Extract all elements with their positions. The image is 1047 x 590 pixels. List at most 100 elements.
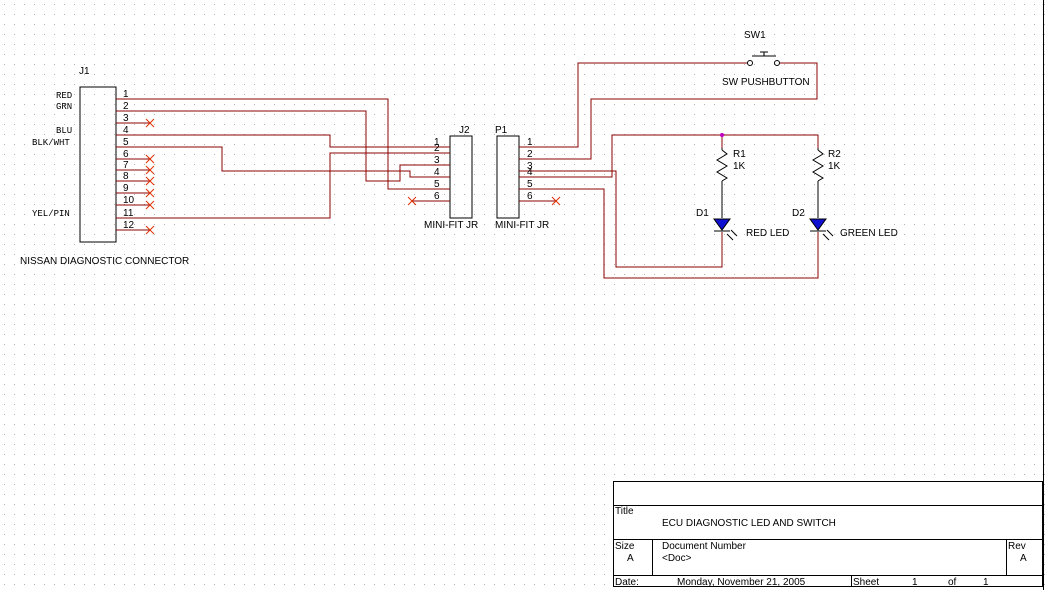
- size-value: A: [627, 553, 634, 564]
- j2-pin-number: 5: [434, 179, 440, 190]
- j1-pin-number: 11: [123, 208, 134, 219]
- j1-no-connect-b: [145, 165, 155, 175]
- j2-pin-number: 3: [434, 155, 440, 166]
- sw1-contact-right: [774, 60, 780, 66]
- j2-pin-number: 6: [434, 191, 440, 202]
- doc-number-label: Document Number: [662, 541, 747, 552]
- p1-name: MINI-FIT JR: [495, 220, 549, 231]
- size-label: Size: [615, 541, 635, 552]
- p1-pin-number: 6: [527, 191, 533, 202]
- wire-p1p4-vsupply: [539, 134, 819, 178]
- j1-connector[interactable]: J1 RED GRN BLU BLK/WHT YEL/PIN 123456789…: [20, 66, 189, 267]
- j2-no-connect-b: [407, 196, 417, 206]
- sheet-number: 1: [912, 577, 918, 588]
- j1-pin-number: 3: [123, 113, 129, 124]
- r1-zigzag: [716, 149, 728, 182]
- p1-pin-number: 4: [527, 167, 533, 178]
- rev-value: A: [1020, 553, 1027, 564]
- sw1-name: SW PUSHBUTTON: [722, 77, 810, 88]
- d2-ref: D2: [792, 208, 805, 219]
- d2-name: GREEN LED: [840, 228, 898, 239]
- d1-triangle: [713, 218, 731, 231]
- title-label: Title: [615, 506, 634, 517]
- j1-no-connect-b: [145, 118, 155, 128]
- junction-dot: [720, 133, 724, 137]
- p1-pin-number: 1: [527, 137, 533, 148]
- j1-pin-number: 7: [123, 160, 129, 171]
- wire-j1p5-j2p4: [126, 146, 430, 178]
- r2-ref: R2: [828, 149, 841, 160]
- sw1-pushbutton[interactable]: SW1 SW PUSHBUTTON: [722, 30, 810, 88]
- d2-light-ray-2: [826, 229, 834, 237]
- wire-p1p3-d1: [539, 170, 723, 268]
- doc-number-value: <Doc>: [662, 553, 692, 564]
- j1-pin-number: 9: [123, 183, 129, 194]
- wire-p1p2-sw1: [539, 62, 818, 160]
- date-value: Monday, November 21, 2005: [677, 577, 806, 588]
- rev-label: Rev: [1008, 541, 1026, 552]
- r1-value: 1K: [733, 161, 746, 172]
- r1-ref: R1: [733, 149, 746, 160]
- sheet-total: 1: [983, 577, 989, 588]
- wire-j1p2-j2p3: [126, 110, 430, 182]
- sw1-contact-left: [747, 60, 753, 66]
- r2-value: 1K: [828, 161, 841, 172]
- j2-pin-number: 1: [434, 137, 440, 148]
- j1-no-connect-b: [145, 154, 155, 164]
- wire-j1p11-j2p2: [126, 152, 430, 219]
- j1-no-connect-b: [145, 176, 155, 186]
- sheet-label: Sheet: [853, 577, 879, 588]
- j2-ref: J2: [459, 125, 470, 136]
- p1-wires: [539, 62, 819, 279]
- drawing-title: ECU DIAGNOSTIC LED AND SWITCH: [662, 518, 836, 529]
- d1-light-ray-1: [726, 233, 734, 241]
- wire-p1p1-sw1: [539, 62, 748, 148]
- wire-j1p1-j2p5: [126, 98, 430, 190]
- j1-body: [79, 86, 117, 243]
- p1-pin-number: 3: [527, 161, 533, 172]
- p1-ref: P1: [495, 125, 508, 136]
- j2-name: MINI-FIT JR: [424, 220, 478, 231]
- j1-pin-number: 6: [123, 149, 129, 160]
- j1-pin-number: 8: [123, 171, 129, 182]
- r2-resistor[interactable]: R2 1K: [812, 148, 841, 218]
- p1-pin-number: 2: [527, 149, 533, 160]
- sheet-of-label: of: [948, 577, 957, 588]
- j2-pin-number: 2: [434, 143, 440, 154]
- p1-no-connect-b: [551, 196, 561, 206]
- j1-pin-number: 12: [123, 220, 135, 231]
- title-block: Title ECU DIAGNOSTIC LED AND SWITCH Size…: [613, 481, 1043, 588]
- harness-wires: [126, 98, 430, 219]
- j1-wire-label-blk-wht: BLK/WHT: [32, 138, 70, 148]
- d1-led[interactable]: D1 RED LED: [696, 208, 789, 241]
- title-block-frame: [613, 481, 1043, 587]
- j1-pin-number: 4: [123, 125, 129, 136]
- j1-no-connect-b: [145, 225, 155, 235]
- j1-ref: J1: [79, 66, 90, 77]
- r1-resistor[interactable]: R1 1K: [716, 148, 746, 218]
- sw1-ref: SW1: [744, 30, 766, 41]
- j1-name: NISSAN DIAGNOSTIC CONNECTOR: [20, 256, 189, 267]
- d2-led[interactable]: D2 GREEN LED: [792, 208, 898, 241]
- j1-no-connect-b: [145, 200, 155, 210]
- j1-wire-label-grn: GRN: [56, 102, 72, 112]
- j1-pin-number: 2: [123, 101, 129, 112]
- p1-pin-number: 5: [527, 179, 533, 190]
- j1-pin-number: 1: [123, 89, 129, 100]
- date-label: Date:: [615, 577, 639, 588]
- d1-ref: D1: [696, 208, 709, 219]
- d1-name: RED LED: [746, 228, 789, 239]
- wire-j1p4-j2p1: [126, 134, 430, 148]
- j1-wire-label-red: RED: [56, 91, 72, 101]
- r2-zigzag: [812, 149, 824, 182]
- j1-no-connect-b: [145, 188, 155, 198]
- j2-pin-number: 4: [434, 167, 440, 178]
- d2-light-ray-1: [822, 233, 830, 241]
- wire-p1p5-d2: [539, 188, 819, 279]
